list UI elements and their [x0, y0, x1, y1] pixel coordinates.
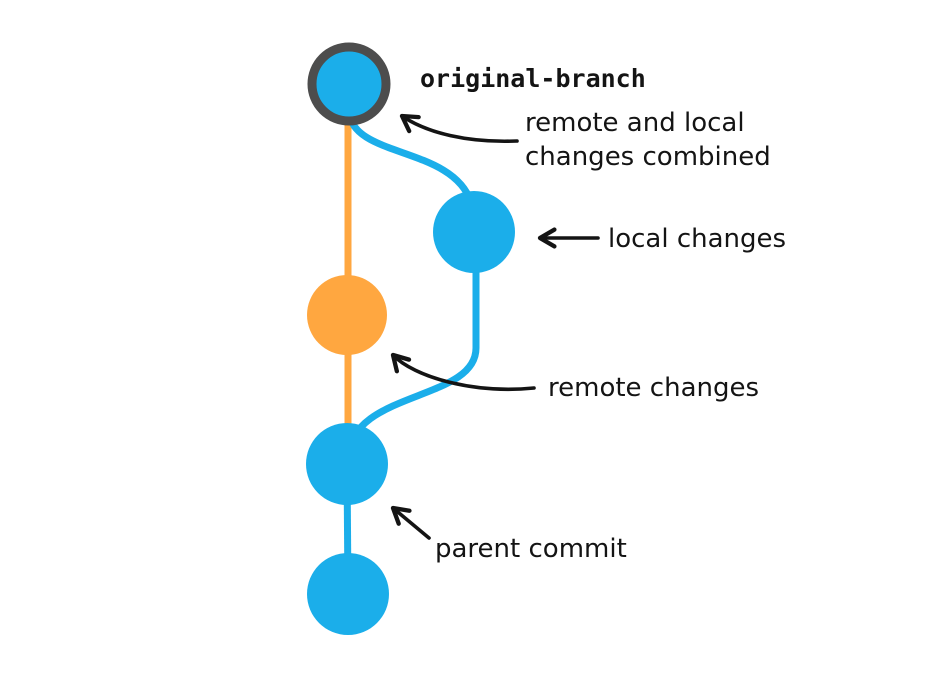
label-remote-changes: remote changes [548, 373, 759, 403]
arrow-parent-commit [390, 505, 431, 540]
label-combined-line1: remote and local [525, 108, 745, 138]
label-combined-line2: changes combined [525, 142, 771, 172]
label-parent-commit: parent commit [435, 534, 627, 564]
annotation-arrows [390, 113, 600, 540]
commit-node-root [307, 553, 389, 635]
commit-nodes [306, 42, 515, 635]
label-local-changes: local changes [608, 224, 786, 254]
commit-node-local [433, 191, 515, 273]
arrow-combined-changes [399, 113, 519, 144]
commit-node-remote [307, 275, 387, 355]
labels: original-branch remote and local changes… [420, 64, 786, 564]
label-branch-name: original-branch [420, 64, 646, 93]
arrow-remote-changes [390, 352, 536, 392]
edge-local-branch-upper [345, 111, 475, 204]
commit-node-merge [307, 42, 391, 126]
commit-node-parent [306, 423, 388, 505]
